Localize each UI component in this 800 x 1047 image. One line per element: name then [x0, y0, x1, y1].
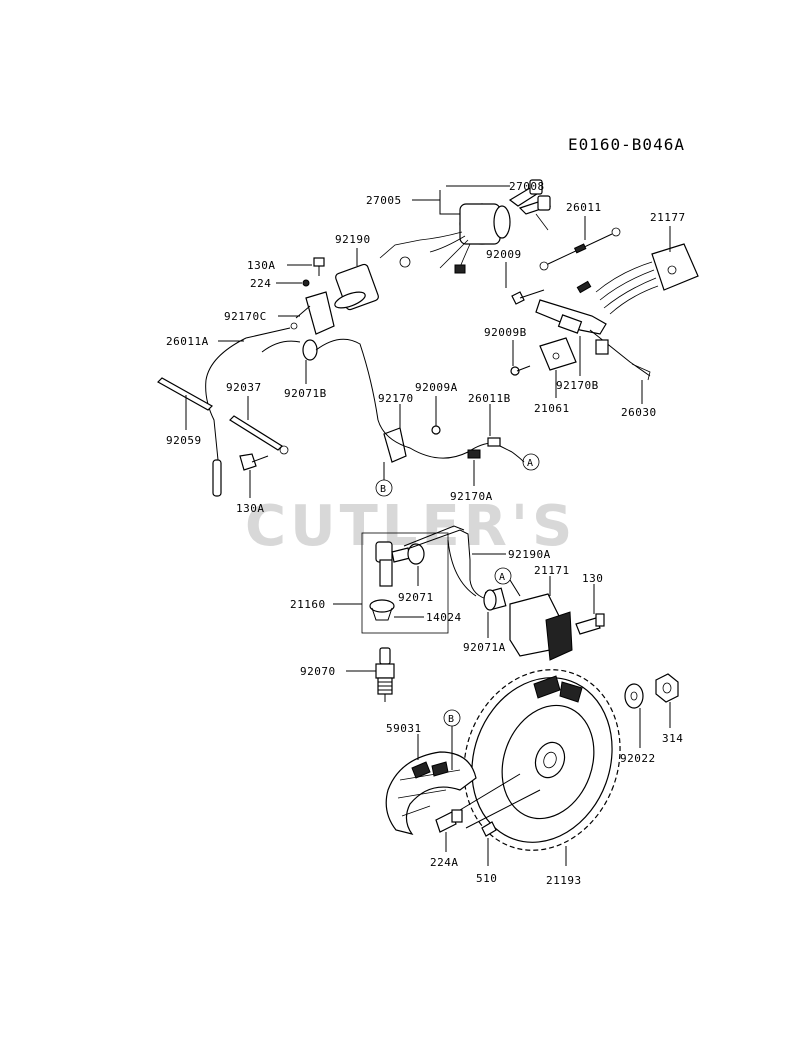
bracket-92170C	[295, 291, 335, 335]
ref-A-lower: A	[499, 572, 505, 583]
label-510: 510	[476, 872, 497, 885]
diagram-code: E0160-B046A	[568, 135, 685, 154]
label-92022: 92022	[620, 752, 656, 765]
bolt-92009	[511, 289, 545, 305]
bolt-130	[575, 613, 605, 635]
label-21171: 21171	[534, 564, 570, 577]
bolt-130A-top	[313, 257, 325, 276]
watermark: CUTLER'S	[245, 494, 576, 559]
label-92037: 92037	[226, 381, 262, 394]
ignition-switch	[379, 203, 511, 274]
ref-circle-A-upper	[522, 453, 540, 471]
key-510	[481, 821, 497, 837]
label-26030: 26030	[621, 406, 657, 419]
flywheel-21193	[463, 669, 621, 851]
label-21177: 21177	[650, 211, 686, 224]
label-130A-top: 130A	[247, 259, 276, 272]
ref-A-upper: A	[527, 458, 533, 469]
cap-box-21160	[361, 532, 449, 634]
grommet-92071	[407, 543, 425, 565]
label-26011: 26011	[566, 201, 602, 214]
label-130: 130	[582, 572, 603, 585]
cable-assembly-right	[535, 299, 651, 381]
label-130A-bottom: 130A	[236, 502, 265, 515]
label-27005: 27005	[366, 194, 402, 207]
clip-92170	[377, 419, 513, 463]
label-26011A: 26011A	[166, 335, 209, 348]
label-92071A: 92071A	[463, 641, 506, 654]
label-21193: 21193	[546, 874, 582, 887]
label-92190: 92190	[335, 233, 371, 246]
label-224A: 224A	[430, 856, 459, 869]
nut-314	[655, 673, 679, 703]
spring-14024	[369, 599, 395, 621]
label-92009A: 92009A	[415, 381, 458, 394]
grommet-92071A	[483, 589, 497, 611]
wire-26011	[539, 227, 621, 271]
label-92190A: 92190A	[508, 548, 551, 561]
label-26011B: 26011B	[468, 392, 511, 405]
label-21061: 21061	[534, 402, 570, 415]
rod-92059	[157, 377, 213, 411]
label-92170C: 92170C	[224, 310, 267, 323]
connector-92170A	[467, 449, 481, 459]
washer-92022	[624, 683, 644, 709]
bolt-130A-bottom	[239, 453, 269, 471]
label-92070: 92070	[300, 665, 336, 678]
label-21160: 21160	[290, 598, 326, 611]
label-92059: 92059	[166, 434, 202, 447]
grommet-92071B	[261, 338, 379, 421]
label-314: 314	[662, 732, 683, 745]
stator-59031	[385, 738, 477, 835]
ignition-keys	[508, 179, 552, 231]
label-224: 224	[250, 277, 271, 290]
label-92170B: 92170B	[556, 379, 599, 392]
wire-26011A	[205, 322, 298, 497]
label-92071: 92071	[398, 591, 434, 604]
bracket-21061	[539, 337, 577, 371]
regulator-21177	[576, 243, 699, 315]
label-59031: 59031	[386, 722, 422, 735]
rod-92037	[229, 415, 289, 455]
label-92009B: 92009B	[484, 326, 527, 339]
ref-B-upper: B	[380, 484, 386, 495]
capacitor-92190	[334, 263, 379, 311]
bolt-224A	[435, 809, 463, 833]
label-27008: 27008	[509, 180, 545, 193]
label-92071B: 92071B	[284, 387, 327, 400]
ref-circle-B-upper	[375, 479, 393, 497]
spark-plug-92070	[375, 647, 395, 702]
label-92009: 92009	[486, 248, 522, 261]
plug-cap-21160	[375, 541, 411, 587]
ref-circle-A-lower	[494, 567, 512, 585]
ref-B-lower: B	[448, 714, 454, 725]
label-92170: 92170	[378, 392, 414, 405]
label-14024: 14024	[426, 611, 462, 624]
label-92170A: 92170A	[450, 490, 493, 503]
